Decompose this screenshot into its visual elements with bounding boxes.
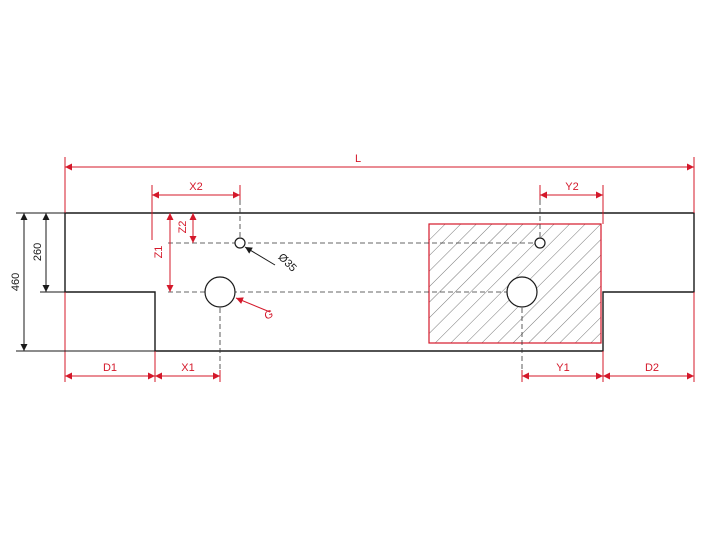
label-x1: X1 bbox=[181, 362, 194, 374]
dimension-z1: Z1 bbox=[153, 213, 174, 292]
leader-hole-diameter: Ø35 bbox=[244, 246, 299, 274]
dimension-x1: X1 bbox=[155, 362, 221, 382]
label-y2: Y2 bbox=[565, 181, 578, 193]
label-hole-diameter: Ø35 bbox=[276, 251, 299, 274]
label-z2: Z2 bbox=[177, 221, 189, 234]
dimension-d1: D1 bbox=[64, 292, 156, 382]
dimension-x2: X2 bbox=[151, 181, 241, 240]
label-x2: X2 bbox=[189, 181, 202, 193]
dimension-height-side: 260 bbox=[32, 213, 65, 293]
tap-hole-right bbox=[534, 237, 546, 249]
label-height-side: 260 bbox=[32, 243, 44, 261]
dimension-z2: Z2 bbox=[177, 213, 197, 243]
drain-hole-left bbox=[204, 276, 236, 308]
label-d2: D2 bbox=[645, 362, 659, 374]
label-length: L bbox=[355, 153, 361, 165]
dimension-d2: D2 bbox=[603, 292, 695, 382]
dimension-y2: Y2 bbox=[539, 181, 604, 224]
label-height-total: 460 bbox=[10, 273, 22, 291]
label-y1: Y1 bbox=[556, 362, 569, 374]
label-d1: D1 bbox=[103, 362, 117, 374]
label-z1: Z1 bbox=[153, 246, 165, 259]
label-g: G bbox=[263, 308, 276, 322]
dimension-length: L bbox=[64, 153, 695, 213]
dimension-y1: Y1 bbox=[521, 351, 604, 382]
dimension-height-total: 460 bbox=[10, 212, 155, 352]
drain-hole-right bbox=[506, 276, 538, 308]
tap-hole-left bbox=[234, 237, 246, 249]
leader-g: G bbox=[235, 297, 276, 322]
